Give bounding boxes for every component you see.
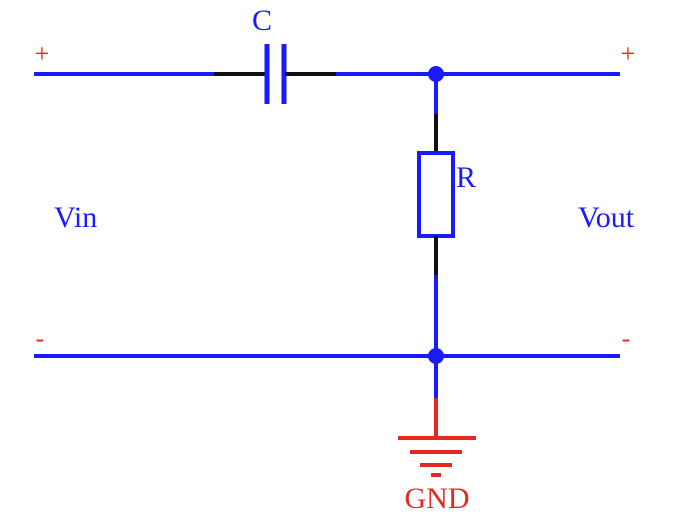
gnd-label: GND bbox=[405, 482, 470, 515]
input-plus-sign: + bbox=[35, 39, 50, 68]
vout-label: Vout bbox=[578, 201, 635, 234]
input-minus-sign: - bbox=[36, 324, 45, 353]
output-plus-sign: + bbox=[621, 39, 636, 68]
output-minus-sign: - bbox=[622, 324, 631, 353]
vin-label: Vin bbox=[54, 201, 97, 234]
resistor-body bbox=[417, 151, 455, 238]
resistor-label: R bbox=[456, 161, 476, 194]
capacitor-label: C bbox=[252, 4, 272, 37]
